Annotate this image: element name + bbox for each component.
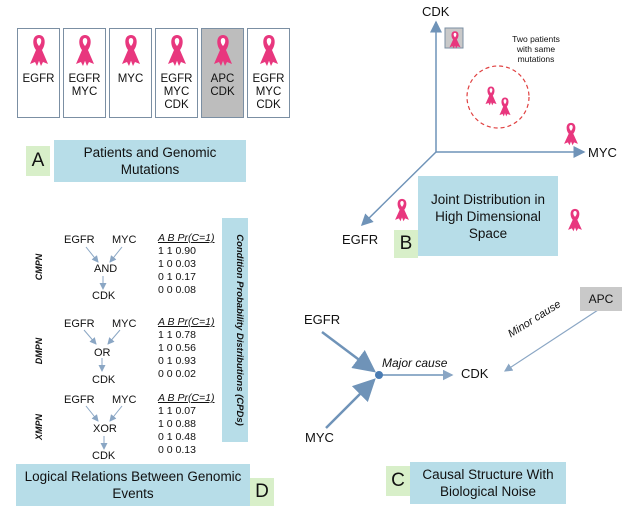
model-name: XMPN	[34, 414, 44, 441]
node-apc: APC	[580, 287, 622, 311]
cpd-row: 0 0 0.13	[158, 444, 196, 456]
ribbon-icon	[26, 31, 52, 72]
output-label: CDK	[92, 450, 116, 462]
ribbon-icon	[72, 31, 98, 72]
output-label: CDK	[92, 290, 116, 302]
logic-connectors	[83, 246, 123, 450]
egfr-to-junction-arrow	[321, 331, 376, 373]
cpd-row: 0 0 0.02	[158, 368, 196, 380]
same-mutation-annotation: Two patients with same mutations	[512, 34, 560, 64]
cpd-row: 1 0 0.56	[158, 342, 196, 354]
panel-a-label: Patients and Genomic Mutations	[54, 140, 246, 182]
x-axis-label: MYC	[588, 145, 617, 160]
ribbon-icon	[564, 122, 578, 146]
ribbon-icon	[499, 97, 511, 117]
same-mutation-circle	[466, 65, 530, 129]
cpd-row: 0 1 0.17	[158, 271, 196, 283]
z-axis-label: CDK	[422, 4, 450, 19]
ribbon-icon-svg	[214, 35, 232, 66]
gene-label: CDK	[256, 99, 281, 111]
cpd-header: A B Pr(C=1)	[158, 392, 215, 404]
gene-label: MYC	[71, 86, 98, 98]
ribbon-icon	[164, 31, 190, 72]
input-b-label: MYC	[112, 394, 137, 406]
node-cdk: CDK	[461, 366, 489, 381]
ribbon-icon-svg	[76, 35, 94, 66]
panel-d-letter: D	[250, 478, 274, 506]
cpd-row: 0 0 0.08	[158, 284, 196, 296]
cpd-side-label: Condition Probability Distributions (CPD…	[234, 234, 245, 426]
output-label: CDK	[92, 374, 116, 386]
panel-b-letter: B	[394, 230, 418, 258]
gene-label: MYC	[255, 86, 282, 98]
cpd-row: 1 0 0.88	[158, 418, 196, 430]
panel-c-label: Causal Structure With Biological Noise	[410, 462, 566, 504]
gene-label: APC	[210, 73, 235, 85]
input-b-label: MYC	[112, 234, 137, 246]
gene-label: EGFR	[22, 73, 55, 85]
cpd-row: 1 1 0.07	[158, 405, 196, 417]
cpd-row: 1 1 0.90	[158, 245, 196, 257]
panel-a-letter: A	[26, 146, 50, 176]
ribbon-icon-svg	[122, 35, 140, 66]
ribbon-icon	[256, 31, 282, 72]
logic-op-label: OR	[94, 347, 111, 359]
cpd-row: 0 1 0.48	[158, 431, 196, 443]
input-a-label: EGFR	[64, 394, 95, 406]
ribbon-icon-svg	[260, 35, 278, 66]
patient-genes: MYC	[110, 73, 151, 86]
logic-op-label: XOR	[93, 423, 117, 435]
model-name: CMPN	[34, 253, 44, 281]
minor-cause-arrow	[503, 309, 599, 372]
junction-dot	[375, 371, 383, 379]
cpd-header: A B Pr(C=1)	[158, 232, 215, 244]
cpd-row: 1 1 0.78	[158, 329, 196, 341]
cpd-header: A B Pr(C=1)	[158, 316, 215, 328]
gene-label: CDK	[164, 99, 189, 111]
patient-card: MYC	[109, 28, 152, 118]
y-axis	[360, 151, 437, 227]
model-name: DMPN	[34, 337, 44, 365]
logic-op-label: AND	[94, 263, 118, 275]
cpd-side-panel	[222, 218, 248, 442]
ribbon-icon	[118, 31, 144, 72]
panel-d-label: Logical Relations Between Genomic Events	[16, 464, 250, 506]
cpd-row: 1 0 0.03	[158, 258, 196, 270]
major-cause-label: Major cause	[382, 356, 448, 370]
input-a-label: EGFR	[64, 318, 95, 330]
input-a-label: EGFR	[64, 234, 95, 246]
patient-card: EGFR	[17, 28, 60, 118]
gene-label: EGFR	[160, 73, 193, 85]
node-egfr: EGFR	[304, 312, 341, 327]
ribbon-icon-svg	[30, 35, 48, 66]
gene-label: EGFR	[68, 73, 101, 85]
ribbon-icon	[485, 86, 497, 106]
ribbon-icon	[210, 31, 236, 72]
cpd-row: 0 1 0.93	[158, 355, 196, 367]
panel-c-letter: C	[386, 466, 410, 496]
y-axis-label: EGFR	[342, 232, 379, 247]
gene-label: MYC	[163, 86, 190, 98]
ribbon-icon	[568, 208, 582, 232]
ribbon-icon	[395, 198, 409, 222]
patient-genes: EGFR	[18, 73, 59, 86]
input-b-label: MYC	[112, 318, 137, 330]
ribbon-icon	[449, 31, 461, 49]
panel-b-label: Joint Distribution in High Dimensional S…	[418, 176, 558, 256]
gene-label: CDK	[210, 86, 235, 98]
myc-to-junction-arrow	[325, 378, 376, 429]
ribbon-icon-svg	[168, 35, 186, 66]
gene-label: EGFR	[252, 73, 285, 85]
node-myc: MYC	[305, 430, 334, 445]
gene-label: MYC	[117, 73, 144, 85]
